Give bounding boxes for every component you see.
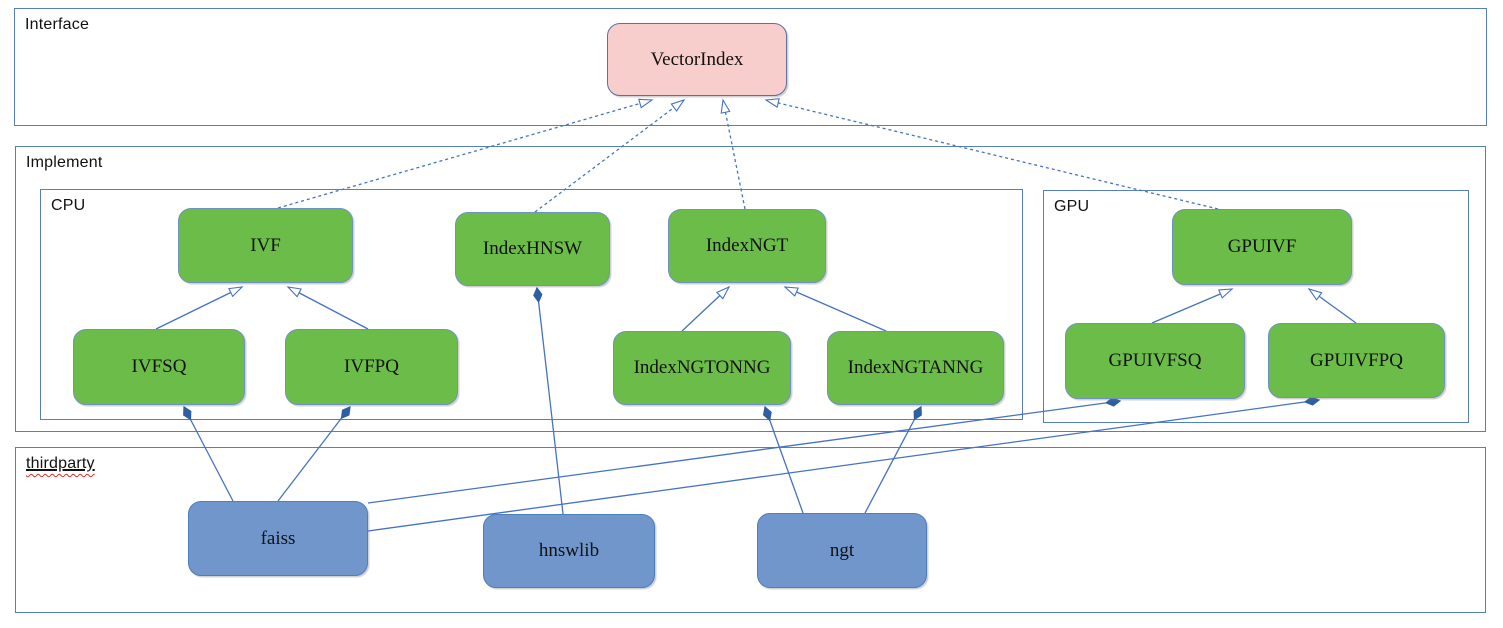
cpu-label: CPU bbox=[51, 197, 86, 214]
thirdparty-label: thirdparty bbox=[26, 455, 95, 473]
node-ivfpq-label: IVFPQ bbox=[344, 356, 399, 377]
node-indexngtanng-label: IndexNGTANNG bbox=[847, 357, 984, 378]
node-gpuivf: GPUIVF bbox=[1172, 209, 1352, 285]
node-ivf: IVF bbox=[178, 208, 353, 283]
node-ngt: ngt bbox=[757, 513, 927, 588]
node-ivfsq-label: IVFSQ bbox=[131, 356, 187, 377]
node-hnswlib-label: hnswlib bbox=[538, 540, 600, 561]
node-vectorindex: VectorIndex bbox=[607, 23, 787, 96]
node-gpuivfpq-label: GPUIVFPQ bbox=[1310, 349, 1403, 371]
thirdparty-label-text: thirdparty bbox=[26, 455, 95, 472]
node-gpuivfpq: GPUIVFPQ bbox=[1268, 323, 1445, 398]
node-faiss: faiss bbox=[188, 501, 368, 576]
node-indexngt-label: IndexNGT bbox=[705, 235, 789, 256]
node-ngt-label: ngt bbox=[829, 539, 855, 561]
node-indexngtanng: IndexNGTANNG bbox=[827, 331, 1004, 405]
node-gpuivfsq-label: GPUIVFSQ bbox=[1108, 350, 1202, 371]
interface-label: Interface bbox=[25, 16, 90, 33]
node-hnswlib: hnswlib bbox=[483, 514, 655, 588]
node-faiss-label: faiss bbox=[260, 527, 296, 549]
node-ivfsq: IVFSQ bbox=[73, 329, 245, 405]
node-indexhnsw-label: IndexHNSW bbox=[482, 238, 583, 259]
gpu-label: GPU bbox=[1054, 198, 1090, 215]
node-ivf-label: IVF bbox=[250, 234, 281, 256]
node-ivfpq: IVFPQ bbox=[285, 329, 458, 405]
node-vectorindex-label: VectorIndex bbox=[650, 48, 744, 70]
node-gpuivf-label: GPUIVF bbox=[1227, 236, 1297, 257]
node-gpuivfsq: GPUIVFSQ bbox=[1065, 323, 1245, 399]
implement-label: Implement bbox=[26, 154, 103, 171]
node-indexngtonng: IndexNGTONNG bbox=[613, 331, 791, 405]
node-indexngtonng-label: IndexNGTONNG bbox=[633, 357, 771, 378]
node-indexngt: IndexNGT bbox=[668, 209, 826, 283]
node-indexhnsw: IndexHNSW bbox=[455, 212, 610, 286]
